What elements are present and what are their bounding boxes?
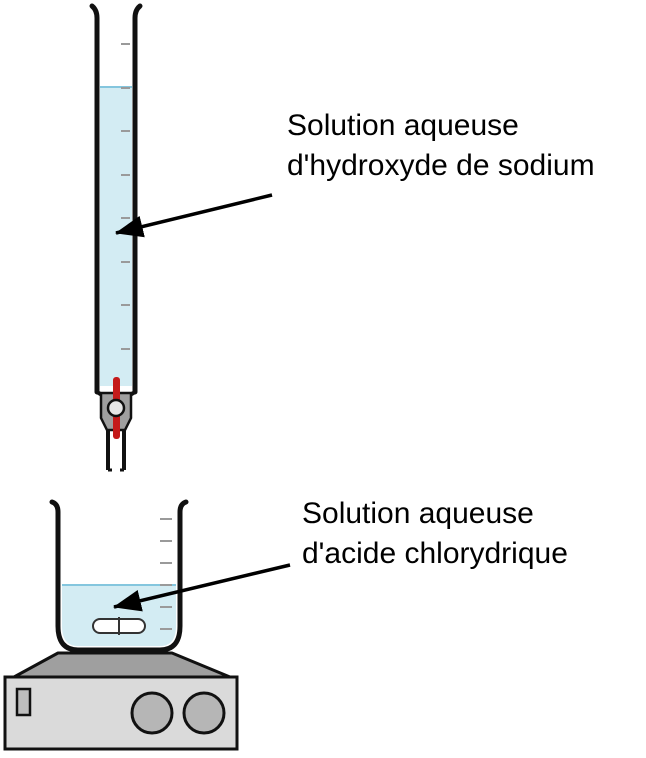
arrow-to-beaker-solution [113,563,291,612]
burette [89,3,143,472]
burette-right-wall [132,3,143,395]
beaker-graduations [160,518,172,630]
magnetic-stirrer [3,651,239,751]
stirrer-power-switch [15,687,32,717]
beaker [49,499,189,653]
beaker-liquid [62,584,176,646]
stirrer-heat-knob [182,691,226,735]
burette-left-wall [89,3,100,395]
beaker-solution-label: Solution aqueuse d'acide chlorydrique [302,494,568,574]
beaker-solution-label-line1: Solution aqueuse [302,497,534,530]
burette-solution-label: Solution aqueuse d'hydroxyde de sodium [287,106,595,186]
stirrer-top-plate [12,651,232,679]
burette-graduations [121,43,130,350]
beaker-solution-label-line2: d'acide chlorydrique [302,537,568,570]
arrow-to-burette-solution [115,193,273,238]
burette-nozzle [106,430,126,470]
stopcock-key [106,398,126,418]
stirrer-speed-knob [130,691,174,735]
beaker-glass [49,499,189,653]
burette-solution-label-line1: Solution aqueuse [287,109,519,142]
burette-solution-label-line2: d'hydroxyde de sodium [287,149,595,182]
